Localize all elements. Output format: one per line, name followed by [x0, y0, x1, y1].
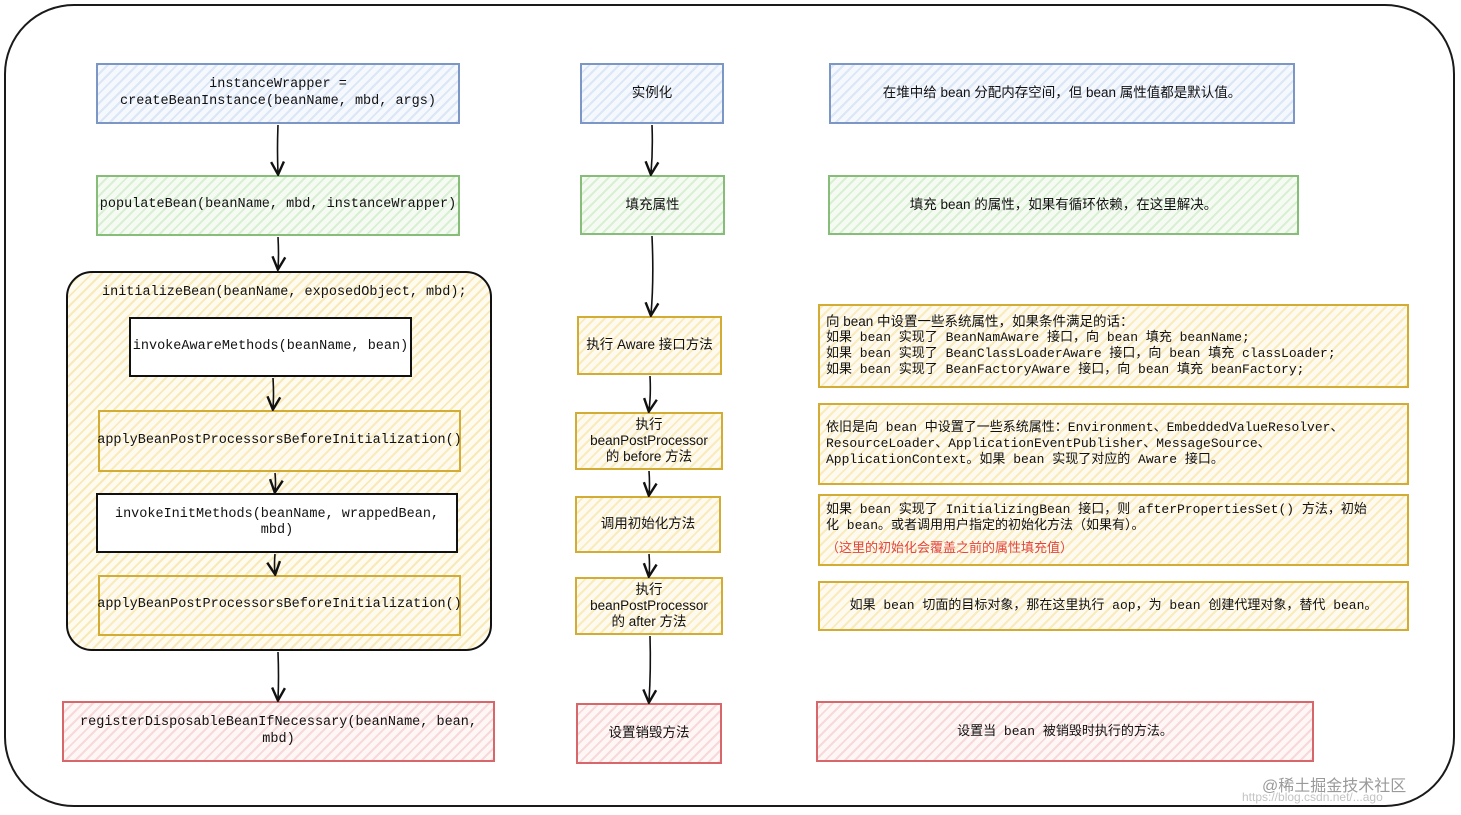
- before-desc-line: ApplicationContext。如果 bean 实现了对应的 Aware …: [826, 452, 1224, 467]
- create-bean-instance-text: instanceWrapper = createBeanInstance(bea…: [120, 77, 436, 109]
- arrow-init-to-after: [275, 553, 276, 573]
- before-initialization-text: applyBeanPostProcessorsBeforeInitializat…: [97, 432, 462, 448]
- init-step-text: 调用初始化方法: [600, 516, 696, 532]
- arrow-after-to-destroy-step: [649, 635, 650, 701]
- arrow-instantiate-to-fill: [651, 124, 652, 173]
- instantiate-step-box: 实例化: [580, 63, 724, 124]
- populate-bean-text: populateBean(beanName, mbd, instanceWrap…: [99, 197, 457, 213]
- before-initialization-box: applyBeanPostProcessorsBeforeInitializat…: [97, 410, 462, 472]
- before-step-box: 执行 beanPostProcessor 的 before 方法: [575, 412, 723, 470]
- before-desc-box: 依旧是向 bean 中设置了一些系统属性：Environment、Embedde…: [818, 403, 1409, 485]
- init-desc-line: 化 bean。或者调用用户指定的初始化方法（如果有）。: [826, 518, 1145, 533]
- before-step-text: 执行 beanPostProcessor 的 before 方法: [590, 416, 708, 465]
- populate-bean-box: populateBean(beanName, mbd, instanceWrap…: [96, 175, 460, 236]
- aware-step-box: 执行 Aware 接口方法: [577, 316, 722, 375]
- after-initialization-text: applyBeanPostProcessorsBeforeInitializat…: [97, 597, 462, 613]
- invoke-aware-methods-box: invokeAwareMethods(beanName, bean): [129, 317, 412, 377]
- site-watermark: @稀土掘金技术社区: [1262, 778, 1407, 795]
- arrow-init-to-after-step: [649, 553, 650, 575]
- arrow-aware-to-before-step: [649, 375, 650, 410]
- aware-desc-line: 如果 bean 实现了 BeanFactoryAware 接口，向 bean 填…: [826, 362, 1305, 377]
- destroy-desc-text: 设置当 bean 被销毁时执行的方法。: [957, 723, 1173, 739]
- aware-desc-line: 向 bean 中设置一些系统属性，如果条件满足的话：: [826, 314, 1134, 329]
- after-step-text: 执行 beanPostProcessor 的 after 方法: [590, 581, 708, 630]
- destroy-desc-box: 设置当 bean 被销毁时执行的方法。: [816, 701, 1314, 762]
- init-desc-box: 如果 bean 实现了 InitializingBean 接口，则 afterP…: [818, 494, 1409, 566]
- after-desc-box: 如果 bean 切面的目标对象，那在这里执行 aop，为 bean 创建代理对象…: [818, 581, 1409, 631]
- arrow-populate-to-initialize: [278, 236, 279, 268]
- fill-properties-step-text: 填充属性: [625, 196, 680, 212]
- fill-properties-step-box: 填充属性: [580, 175, 725, 235]
- instantiate-desc-box: 在堆中给 bean 分配内存空间，但 bean 属性值都是默认值。: [829, 63, 1295, 124]
- init-desc-note: （这里的初始化会覆盖之前的属性填充值）: [826, 540, 1074, 555]
- arrow-before-to-init-step: [649, 470, 650, 494]
- before-desc-line: 依旧是向 bean 中设置了一些系统属性：Environment、Embedde…: [826, 420, 1344, 435]
- arrow-create-to-populate: [278, 124, 279, 173]
- aware-step-text: 执行 Aware 接口方法: [586, 337, 713, 353]
- arrow-aware-to-before: [273, 377, 274, 408]
- instantiate-desc-text: 在堆中给 bean 分配内存空间，但 bean 属性值都是默认值。: [882, 85, 1242, 101]
- arrow-initialize-to-register: [278, 651, 279, 699]
- aware-desc-line: 如果 bean 实现了 BeanClassLoaderAware 接口，向 be…: [826, 346, 1336, 361]
- instantiate-step-text: 实例化: [631, 85, 673, 101]
- before-desc-line: ResourceLoader、ApplicationEventPublisher…: [826, 436, 1271, 451]
- arrow-before-to-init: [275, 472, 276, 491]
- register-disposable-text: registerDisposableBeanIfNecessary(beanNa…: [80, 715, 477, 747]
- fill-desc-box: 填充 bean 的属性，如果有循环依赖，在这里解决。: [828, 175, 1299, 235]
- invoke-aware-methods-text: invokeAwareMethods(beanName, bean): [132, 338, 409, 354]
- url-watermark: https://blog.csdn.net/...ago: [1242, 790, 1383, 804]
- aware-desc-line: 如果 bean 实现了 BeanNamAware 接口，向 bean 填充 be…: [826, 330, 1250, 345]
- init-desc-line: 如果 bean 实现了 InitializingBean 接口，则 afterP…: [826, 502, 1367, 517]
- invoke-init-methods-box: invokeInitMethods(beanName, wrappedBean,…: [96, 493, 458, 553]
- invoke-init-methods-text: invokeInitMethods(beanName, wrappedBean,…: [114, 506, 440, 538]
- diagram-frame: [4, 4, 1455, 807]
- create-bean-instance-box: instanceWrapper = createBeanInstance(bea…: [96, 63, 460, 124]
- destroy-step-box: 设置销毁方法: [576, 703, 722, 764]
- initialize-bean-label: initializeBean(beanName, exposedObject, …: [102, 285, 467, 300]
- after-desc-text: 如果 bean 切面的目标对象，那在这里执行 aop，为 bean 创建代理对象…: [849, 598, 1378, 614]
- arrow-fill-to-aware: [651, 235, 653, 314]
- destroy-step-text: 设置销毁方法: [608, 725, 690, 741]
- aware-desc-box: 向 bean 中设置一些系统属性，如果条件满足的话： 如果 bean 实现了 B…: [818, 304, 1409, 388]
- fill-desc-text: 填充 bean 的属性，如果有循环依赖，在这里解决。: [909, 196, 1218, 212]
